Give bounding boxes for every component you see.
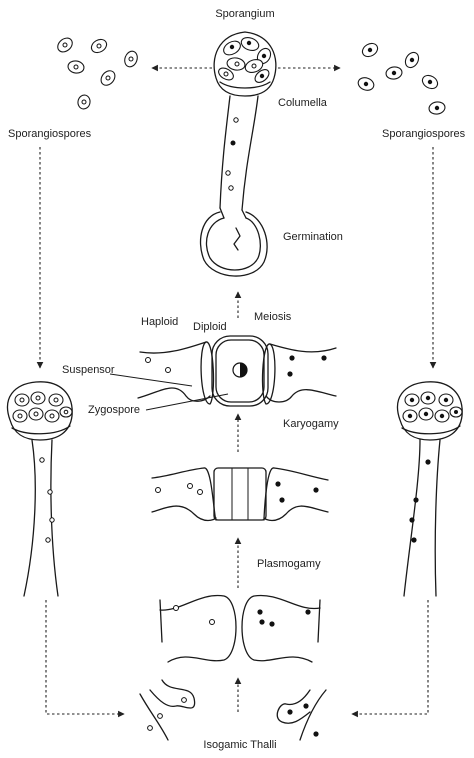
arrow-right-to-thalli (352, 600, 428, 714)
label-meiosis: Meiosis (254, 311, 292, 323)
label-diploid: Diploid (193, 321, 227, 333)
arrow-left-to-thalli (46, 600, 124, 714)
label-karyogamy: Karyogamy (283, 418, 339, 430)
right-sporangium (398, 382, 463, 596)
spores-top-left (55, 35, 139, 110)
label-isogamic-thalli: Isogamic Thalli (203, 739, 276, 751)
label-columella: Columella (278, 97, 328, 109)
label-sporangiospores-left: Sporangiospores (8, 128, 92, 140)
spores-top-right (356, 41, 445, 115)
zygospore-stage (110, 336, 336, 410)
label-zygospore: Zygospore (88, 404, 140, 416)
germinating-zygospore (201, 208, 268, 276)
label-suspensor: Suspensor (62, 364, 115, 376)
label-haploid: Haploid (141, 316, 178, 328)
karyogamy-stage (152, 468, 328, 521)
top-sporangium (214, 32, 276, 210)
left-sporangium (8, 382, 73, 596)
label-germination: Germination (283, 231, 343, 243)
plasmogamy-stage (160, 595, 320, 662)
label-sporangium: Sporangium (215, 8, 274, 20)
isogamic-thalli (140, 680, 326, 740)
label-plasmogamy: Plasmogamy (257, 558, 321, 570)
label-sporangiospores-right: Sporangiospores (382, 128, 466, 140)
